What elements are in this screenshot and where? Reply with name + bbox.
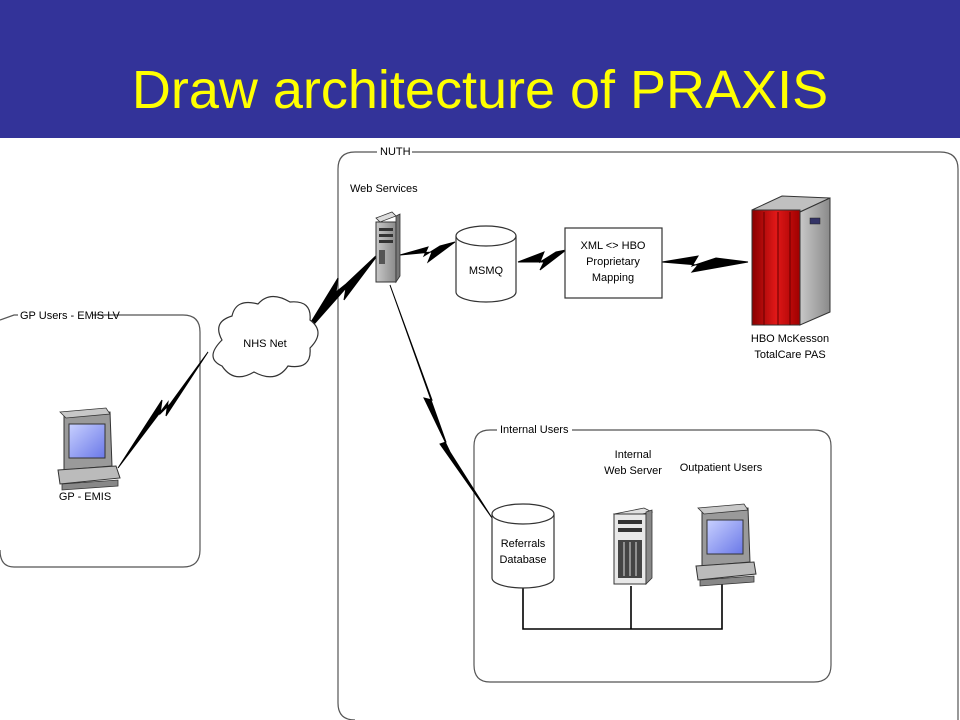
mapping-label-line2: Proprietary xyxy=(586,256,640,268)
mainframe-icon xyxy=(751,195,831,326)
nuth-group: NUTH xyxy=(337,146,959,720)
pas-label-line2: TotalCare PAS xyxy=(754,349,825,361)
database-icon xyxy=(455,225,517,303)
server-icon xyxy=(612,507,654,585)
network-link-icon xyxy=(117,241,749,519)
internal-users-group: Internal Users xyxy=(473,424,832,683)
slide-title: Draw architecture of PRAXIS xyxy=(131,60,829,120)
pas-label-line1: HBO McKesson xyxy=(751,333,829,345)
referrals-db-label-line2: Database xyxy=(499,554,546,566)
mapping-label-line3: Mapping xyxy=(592,272,634,284)
gp-users-group: GP Users - EMIS LV xyxy=(0,310,201,568)
nuth-group-label: NUTH xyxy=(380,146,411,158)
cloud-icon xyxy=(212,295,319,378)
database-icon xyxy=(491,503,555,589)
desktop-computer-icon xyxy=(695,503,757,587)
nhs-net-label: NHS Net xyxy=(243,338,286,350)
internal-web-server-label-line1: Internal xyxy=(615,449,652,461)
gp-emis-label: GP - EMIS xyxy=(59,491,111,503)
internal-users-group-label: Internal Users xyxy=(500,424,569,436)
gp-users-group-label: GP Users - EMIS LV xyxy=(20,310,121,322)
referrals-db-label-line1: Referrals xyxy=(501,538,546,550)
outpatient-users-label: Outpatient Users xyxy=(680,462,763,474)
desktop-computer-icon xyxy=(57,407,121,491)
mapping-label-line1: XML <> HBO xyxy=(580,240,645,252)
internal-web-server-label-line2: Web Server xyxy=(604,465,662,477)
web-services-label: Web Services xyxy=(350,183,418,195)
mapping-box: XML <> HBO Proprietary Mapping xyxy=(564,227,663,299)
msmq-label: MSMQ xyxy=(469,265,504,277)
server-icon xyxy=(375,211,401,284)
title-bar xyxy=(0,0,960,138)
lan-connection xyxy=(522,582,723,630)
